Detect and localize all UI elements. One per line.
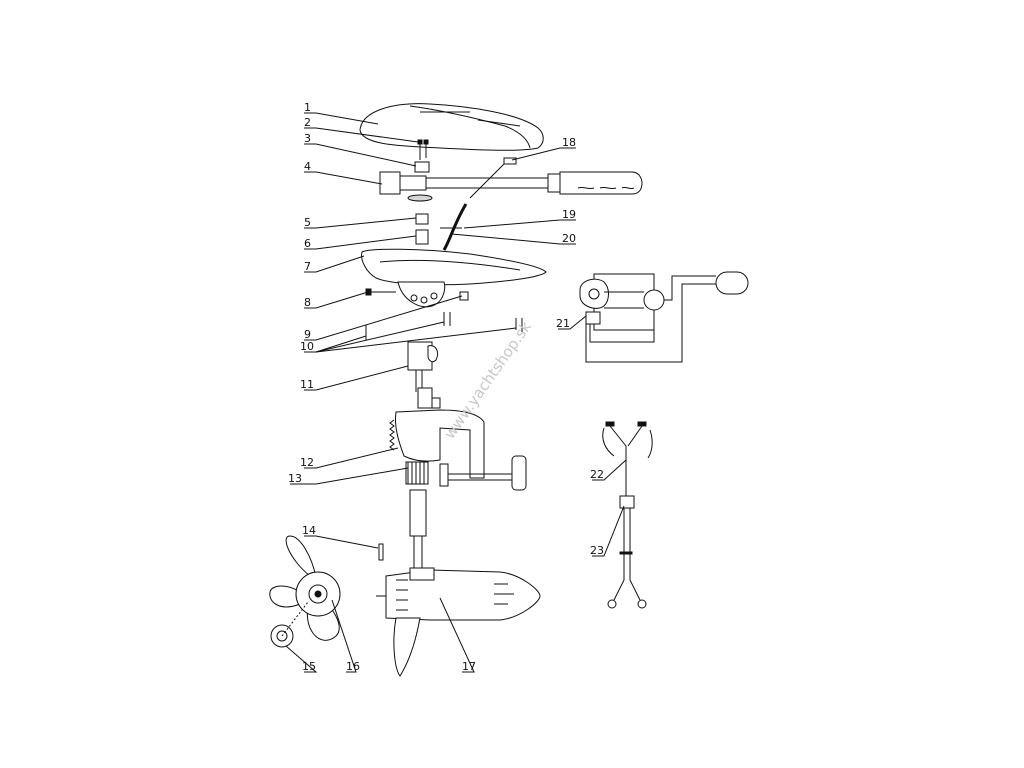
callout-2: 2 (304, 116, 311, 129)
callout-19: 19 (562, 208, 576, 221)
part-7-head-housing (361, 248, 547, 308)
part-16-propeller (269, 535, 341, 641)
callout-9: 9 (304, 328, 311, 341)
part-3-clip (414, 161, 430, 173)
part-13-gear (405, 461, 429, 485)
part-18-cable (442, 157, 517, 251)
part-8-screw (365, 288, 396, 296)
leader-lines (285, 112, 627, 673)
part-9-nut (459, 291, 469, 301)
callout-1: 1 (304, 101, 311, 114)
part-10-screws (365, 312, 523, 340)
callout-14: 14 (302, 524, 316, 537)
callout-15: 15 (302, 660, 316, 673)
callout-7: 7 (304, 260, 311, 273)
callout-20: 20 (562, 232, 576, 245)
part-1-top-cover (359, 103, 544, 151)
callout-22: 22 (590, 468, 604, 481)
part-21-switch-circuit (579, 271, 749, 363)
callout-labels: 1 2 3 4 5 6 7 8 9 10 11 12 13 14 15 16 1… (288, 101, 604, 673)
part-5-nut (415, 213, 429, 225)
part-22-battery-leads (602, 421, 653, 500)
callout-17: 17 (462, 660, 476, 673)
part-4-tiller-handle (379, 171, 643, 202)
callout-16: 16 (346, 660, 360, 673)
watermark: www.yachtshop.sk (441, 318, 536, 443)
part-17-motor (376, 567, 541, 677)
callout-13: 13 (288, 472, 302, 485)
part-12-bracket (389, 387, 527, 491)
part-11-block (407, 341, 439, 392)
callout-23: 23 (590, 544, 604, 557)
callout-18: 18 (562, 136, 576, 149)
callout-12: 12 (300, 456, 314, 469)
part-2-screws (417, 139, 429, 160)
shaft (409, 489, 427, 570)
part-14-pin (378, 543, 384, 561)
callout-8: 8 (304, 296, 311, 309)
callout-5: 5 (304, 216, 311, 229)
callout-3: 3 (304, 132, 311, 145)
callout-21: 21 (556, 317, 570, 330)
part-6-bushing (415, 229, 429, 245)
part-23-connector (607, 495, 647, 609)
callout-4: 4 (304, 160, 311, 173)
callout-10: 10 (300, 340, 314, 353)
callout-11: 11 (300, 378, 314, 391)
part-15-prop-nut (270, 601, 309, 648)
callout-6: 6 (304, 237, 311, 250)
